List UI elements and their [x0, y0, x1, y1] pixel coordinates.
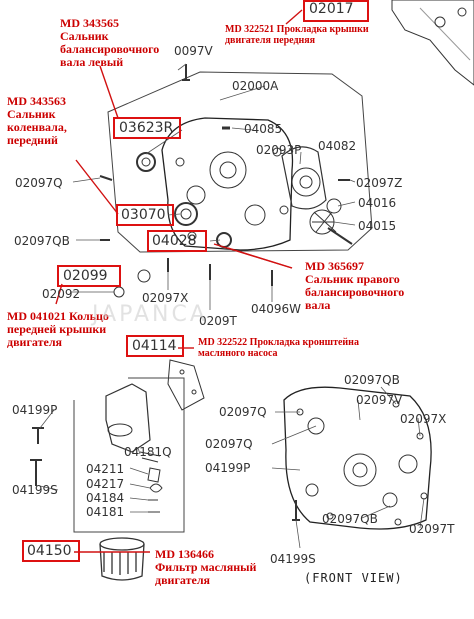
oil-filter-drawing	[99, 537, 145, 581]
part-label-04181q: 04181Q	[124, 445, 172, 459]
part-label-02093p: 02093P	[256, 143, 302, 157]
part-label-03623r: 03623R	[119, 120, 174, 136]
highlight-box-03623r	[113, 117, 181, 139]
note-md041021: MD 041021 Кольцо передней крышки двигате…	[7, 309, 109, 349]
oil-pump-plate	[281, 146, 327, 210]
part-label-04184: 04184	[86, 491, 125, 505]
seal-left	[136, 152, 156, 172]
note-md343565: MD 343565 Сальник балансировочного вала …	[60, 16, 160, 69]
part-label-02097x-a: 02097X	[142, 291, 189, 305]
red-leader-322521	[285, 9, 303, 25]
part-label-02097q-a: 02097Q	[15, 176, 63, 190]
engine-block-outline	[391, 0, 474, 86]
note-md136466: MD 136466 Фильтр масляный двигателя	[155, 547, 257, 587]
highlight-box-02099	[57, 265, 121, 287]
part-label-02017: 02017	[309, 1, 354, 17]
note-md322521: MD 322521 Прокладка крышки двигателя пер…	[225, 24, 369, 46]
part-label-02097q-c: 02097Q	[205, 437, 253, 451]
part-label-0097v: 0097V	[174, 44, 213, 58]
oil-filter-bracket	[105, 383, 151, 453]
part-label-0209t: 0209T	[199, 314, 237, 328]
part-label-04082: 04082	[318, 139, 357, 153]
part-label-02097qb-b: 02097QB	[344, 373, 400, 387]
highlight-box-02017	[303, 0, 369, 22]
part-label-04199s-a: 04199S	[12, 483, 58, 497]
part-label-04211: 04211	[86, 462, 125, 476]
part-label-02097q-b: 02097Q	[219, 405, 267, 419]
part-label-04199p-a: 04199P	[12, 403, 58, 417]
note-md343563: MD 343563 Сальник коленвала, передний	[7, 94, 67, 147]
front-view-casting	[283, 386, 432, 530]
red-leader-343563	[75, 159, 119, 215]
pump-bracket-gasket	[167, 359, 205, 411]
part-label-04199p-b: 04199P	[205, 461, 251, 475]
part-label-02097v: 02097V	[356, 393, 403, 407]
lower-left-frame	[73, 377, 185, 533]
o-ring	[137, 269, 151, 283]
assembly-frame	[107, 71, 373, 253]
part-label-04181: 04181	[86, 505, 125, 519]
red-leader-343565	[99, 65, 119, 119]
part-label-04150: 04150	[27, 543, 72, 559]
note-md365697: MD 365697 Сальник правого балансировочно…	[305, 259, 405, 312]
part-label-04016: 04016	[358, 196, 397, 210]
part-label-02097t: 02097T	[409, 522, 455, 536]
part-label-04199s-b: 04199S	[270, 552, 316, 566]
front-view-label: (FRONT VIEW)	[304, 571, 403, 585]
seal-crank	[174, 202, 198, 226]
red-leader-041021	[55, 283, 63, 305]
part-label-04015: 04015	[358, 219, 397, 233]
part-label-04028: 04028	[152, 233, 197, 249]
part-label-04114: 04114	[132, 338, 177, 354]
part-label-02092: 02092	[42, 287, 81, 301]
part-label-04217: 04217	[86, 477, 125, 491]
highlight-box-03070	[116, 204, 174, 226]
part-label-02097x-b: 02097X	[400, 412, 447, 426]
part-label-02097z: 02097Z	[356, 176, 403, 190]
part-label-04096w: 04096W	[251, 302, 302, 316]
red-leader-365697b	[227, 247, 293, 269]
highlight-box-04150	[22, 540, 80, 562]
part-label-02097qb-a: 02097QB	[14, 234, 70, 248]
front-cover-casting	[161, 117, 294, 251]
part-label-02097qb-c: 02097QB	[322, 512, 378, 526]
part-label-03070: 03070	[121, 207, 166, 223]
highlight-box-04028	[147, 230, 207, 252]
part-label-02000a: 02000A	[232, 79, 279, 93]
note-md322522: MD 322522 Прокладка кронштейна масляного…	[198, 337, 359, 359]
part-label-02099: 02099	[63, 268, 108, 284]
part-label-04085: 04085	[244, 122, 283, 136]
highlight-box-04114	[126, 335, 184, 357]
watermark: JAPANCA	[92, 302, 208, 327]
